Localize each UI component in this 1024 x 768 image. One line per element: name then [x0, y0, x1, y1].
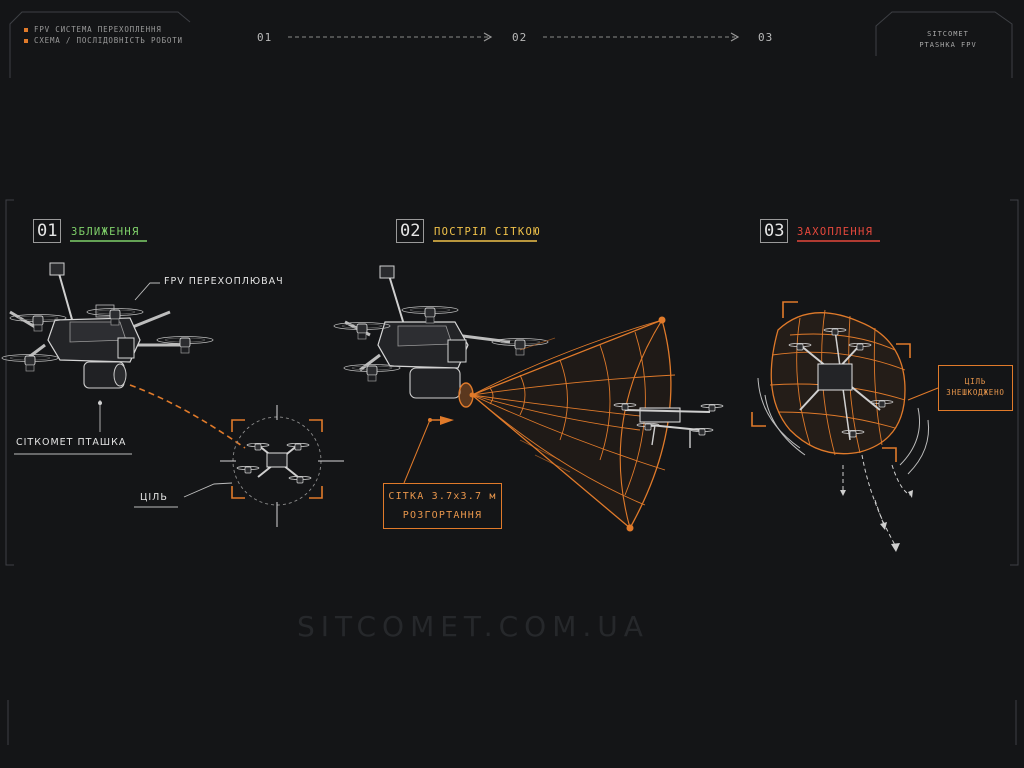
launcher-label: СІТКОМЕТ ПТАШКА: [16, 437, 127, 448]
header-line-2-text: СХЕМА / ПОСЛІДОВНІСТЬ РОБОТИ: [34, 36, 183, 45]
step-number-3: 03: [758, 31, 774, 44]
brand-block: SITCOMET PTASHKA FPV: [898, 29, 998, 51]
net-label-leader: [403, 419, 431, 484]
target-leader: [183, 482, 233, 498]
stage-3-badge: 03: [760, 219, 789, 243]
stage-1-title: ЗБЛИЖЕННЯ: [71, 226, 140, 238]
target-label: ЦІЛЬ: [140, 492, 168, 503]
brand-sub: PTASHKA FPV: [919, 41, 977, 49]
interceptor-leader: [134, 282, 160, 301]
interceptor-drone-2: [333, 265, 549, 408]
fall-arrow-4: [874, 499, 885, 526]
target-crosshair: [220, 405, 344, 527]
bullet-icon: [24, 39, 28, 43]
side-bracket-right: [1010, 199, 1019, 566]
fall-arrow-3: [891, 464, 911, 496]
capture-brackets: [751, 301, 911, 462]
neutralized-leader: [907, 387, 939, 401]
watermark: SITCOMET.COM.UA: [297, 610, 649, 643]
stage-2-badge: 02: [396, 219, 425, 243]
corner-bracket-top-left: [9, 11, 191, 78]
target-drone-2: [613, 403, 724, 448]
interceptor-label: FPV ПЕРЕХОПЛЮВАЧ: [164, 276, 284, 287]
target-drone-1: [236, 443, 312, 484]
side-bracket-left: [5, 199, 14, 566]
corner-bracket-top-right: [875, 11, 1013, 78]
header-line-1-text: FPV СИСТЕМА ПЕРЕХОПЛЕННЯ: [34, 25, 162, 34]
fire-direction-arrow: [440, 416, 454, 425]
brand-name: SITCOMET: [927, 30, 969, 38]
bullet-icon: [24, 28, 28, 32]
interceptor-drone-1: [1, 262, 214, 389]
stage-2-title: ПОСТРІЛ СІТКОЮ: [434, 226, 541, 238]
neutralized-box: ЦІЛЬ ЗНЕШКОДЖЕНО: [938, 365, 1013, 411]
net-spec-deploy: РОЗГОРТАННЯ: [402, 510, 483, 521]
trajectory-dashed: [129, 384, 246, 449]
fall-arrow-1: [861, 454, 896, 546]
net-spec-box: СІТКА 3.7x3.7 м РОЗГОРТАННЯ: [383, 483, 502, 529]
target-drone-3: [788, 328, 894, 441]
header-line-1: FPV СИСТЕМА ПЕРЕХОПЛЕННЯ: [24, 25, 162, 34]
net-spec-size: СІТКА 3.7x3.7 м: [388, 491, 497, 502]
step-number-1: 01: [257, 31, 273, 44]
step-number-2: 02: [512, 31, 528, 44]
neutralized-line-1: ЦІЛЬ: [964, 377, 987, 386]
stage-1-badge: 01: [33, 219, 62, 243]
header-line-2: СХЕМА / ПОСЛІДОВНІСТЬ РОБОТИ: [24, 36, 183, 45]
neutralized-line-2: ЗНЕШКОДЖЕНО: [946, 388, 1005, 397]
stage-3-title: ЗАХОПЛЕННЯ: [797, 226, 874, 238]
